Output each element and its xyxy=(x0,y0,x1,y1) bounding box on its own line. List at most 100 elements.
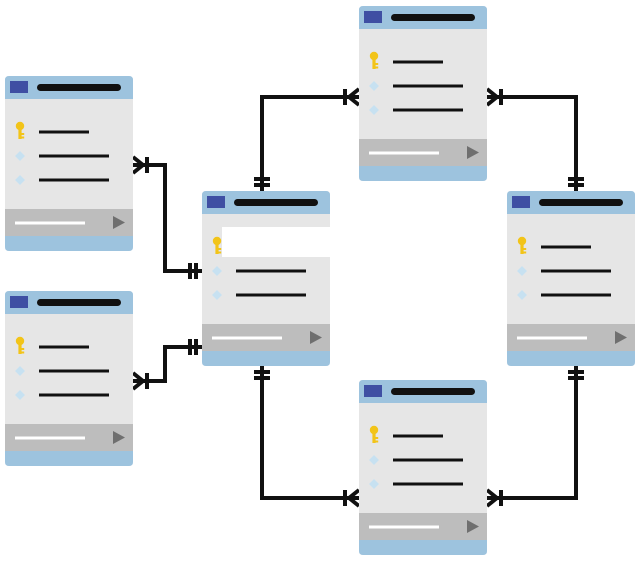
crow-foot xyxy=(347,488,361,500)
table-title-bar xyxy=(234,199,318,206)
key-icon-head xyxy=(212,236,222,246)
key-icon-shaft xyxy=(215,243,219,254)
key-icon-head xyxy=(15,121,25,131)
key-icon-shaft xyxy=(520,243,524,254)
key-icon-tooth xyxy=(375,437,379,439)
key-icon-head xyxy=(369,51,379,61)
table-header-icon xyxy=(207,196,225,208)
table-top[interactable] xyxy=(359,6,487,181)
row-field-line xyxy=(39,130,89,134)
key-icon-head xyxy=(15,336,25,346)
crow-foot xyxy=(131,163,145,175)
table-row xyxy=(212,290,306,300)
diamond-icon xyxy=(212,290,222,300)
crow-foot xyxy=(131,379,145,391)
table-footer-bar xyxy=(5,236,133,251)
key-icon-tooth xyxy=(375,440,379,443)
table-header-icon xyxy=(364,385,382,397)
many-end-marker xyxy=(343,87,361,107)
diamond-icon xyxy=(369,105,379,115)
rel-center-top xyxy=(260,95,359,191)
crow-foot xyxy=(131,371,145,383)
footer-input-line xyxy=(15,436,85,440)
key-icon-tooth xyxy=(218,251,222,254)
diamond-icon xyxy=(517,290,527,300)
row-field-line xyxy=(393,458,463,462)
one-end-marker xyxy=(568,177,584,187)
table-footer-bar xyxy=(202,351,330,366)
diamond-icon xyxy=(15,175,25,185)
key-icon xyxy=(15,121,25,139)
footer-input-line xyxy=(15,221,85,225)
table-row xyxy=(517,236,591,254)
table-center[interactable] xyxy=(202,191,332,366)
row-field-line xyxy=(39,393,109,397)
rel-right-bottom xyxy=(487,366,578,500)
table-row xyxy=(15,121,89,139)
key-icon-tooth xyxy=(21,136,25,139)
footer-input-line xyxy=(369,525,439,529)
table-row xyxy=(15,366,109,376)
many-end-marker xyxy=(485,87,503,107)
table-body xyxy=(359,380,487,555)
row-field-line xyxy=(39,369,109,373)
key-icon-tooth xyxy=(375,66,379,69)
table-left-bottom[interactable] xyxy=(5,291,133,466)
diamond-icon xyxy=(15,390,25,400)
footer-input-line xyxy=(517,336,587,340)
relationship-connectors xyxy=(131,87,584,508)
crow-foot xyxy=(485,95,499,107)
table-footer-bar xyxy=(359,540,487,555)
one-end-marker xyxy=(254,177,270,187)
key-icon xyxy=(15,336,25,354)
row-field-line xyxy=(541,245,591,249)
table-row xyxy=(369,479,463,489)
footer-input-line xyxy=(212,336,282,340)
many-end-marker xyxy=(131,371,149,391)
play-arrow-icon[interactable] xyxy=(310,331,322,344)
row-field-line xyxy=(393,84,463,88)
crow-foot xyxy=(347,95,361,107)
key-icon-tooth xyxy=(21,348,25,350)
row-field-line xyxy=(39,345,89,349)
table-title-bar xyxy=(37,299,121,306)
row-field-line xyxy=(393,482,463,486)
table-row xyxy=(15,151,109,161)
diamond-icon xyxy=(369,479,379,489)
table-notch xyxy=(222,227,332,257)
table-left-top[interactable] xyxy=(5,76,133,251)
crow-foot xyxy=(485,87,499,99)
table-title-bar xyxy=(37,84,121,91)
table-bottom[interactable] xyxy=(359,380,487,555)
table-row xyxy=(369,81,463,91)
one-end-marker xyxy=(188,339,198,355)
table-header-icon xyxy=(364,11,382,23)
table-row xyxy=(15,175,109,185)
key-icon-tooth xyxy=(523,251,527,254)
play-arrow-icon[interactable] xyxy=(615,331,627,344)
row-field-line xyxy=(39,154,109,158)
table-body xyxy=(507,191,635,366)
table-title-bar xyxy=(391,14,475,21)
key-icon-shaft xyxy=(18,343,22,354)
table-header-icon xyxy=(512,196,530,208)
row-field-line xyxy=(393,434,443,438)
many-end-marker xyxy=(343,488,361,508)
table-row xyxy=(369,51,443,69)
table-header-icon xyxy=(10,81,28,93)
table-row xyxy=(212,266,306,276)
table-row xyxy=(517,290,611,300)
diamond-icon xyxy=(369,81,379,91)
table-right[interactable] xyxy=(507,191,635,366)
play-arrow-icon[interactable] xyxy=(467,520,479,533)
crow-foot xyxy=(485,488,499,500)
play-arrow-icon[interactable] xyxy=(113,431,125,444)
diamond-icon xyxy=(517,266,527,276)
row-field-line xyxy=(393,60,443,64)
key-icon-tooth xyxy=(375,63,379,65)
key-icon xyxy=(212,236,222,254)
play-arrow-icon[interactable] xyxy=(467,146,479,159)
play-arrow-icon[interactable] xyxy=(113,216,125,229)
key-icon xyxy=(369,425,379,443)
